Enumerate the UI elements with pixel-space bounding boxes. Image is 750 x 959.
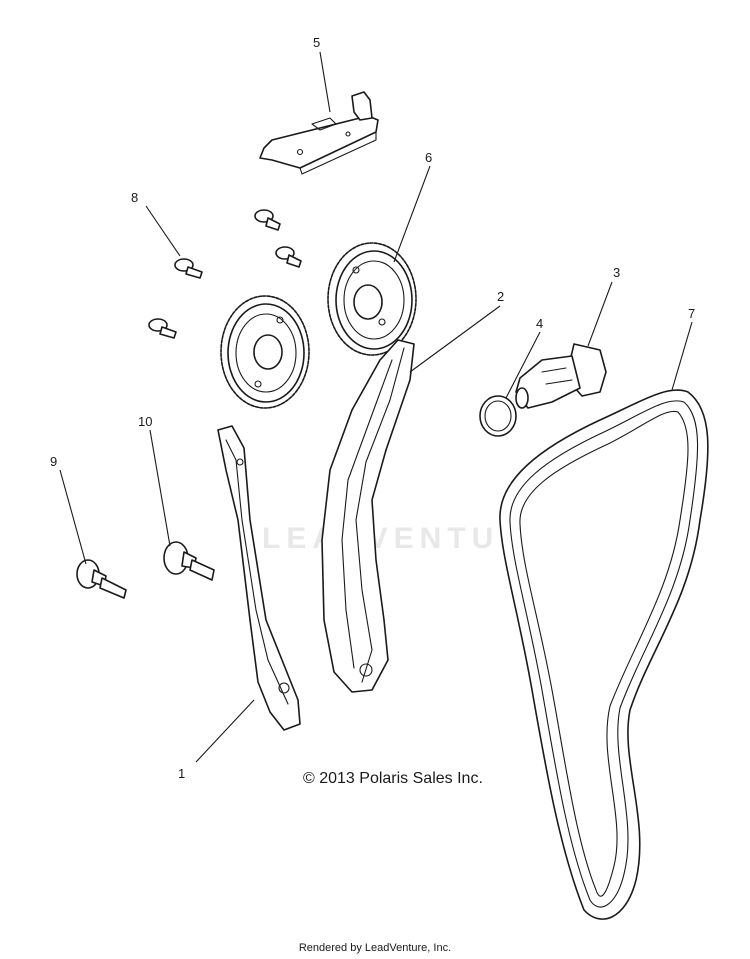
bolt-8c: [174, 258, 203, 279]
callout-6: 6: [425, 150, 432, 165]
leader-7: [671, 321, 693, 391]
leader-9: [59, 469, 87, 565]
leader-10: [149, 429, 171, 547]
part-2-chain-guide[interactable]: [321, 339, 415, 693]
leader-8: [145, 205, 181, 257]
bolt-8b: [275, 246, 302, 268]
cam-sprocket-lower[interactable]: [220, 295, 310, 409]
callout-10: 10: [138, 414, 152, 429]
part-9-pivot-bolt[interactable]: [76, 559, 127, 599]
callout-3: 3: [613, 265, 620, 280]
leader-2: [409, 305, 501, 373]
leader-lines: [59, 51, 693, 763]
callout-2: 2: [497, 289, 504, 304]
leader-1: [195, 699, 255, 763]
part-5-bracket[interactable]: [259, 91, 379, 175]
part-3-tensioner[interactable]: [515, 343, 607, 409]
rendered-by-footer: Rendered by LeadVenture, Inc.: [298, 942, 452, 954]
callout-4: 4: [536, 316, 543, 331]
callout-5: 5: [313, 35, 320, 50]
bolt-8a: [254, 209, 281, 231]
bolt-8d: [148, 318, 177, 339]
part-10-pivot-bolt[interactable]: [163, 541, 215, 581]
part-4-o-ring[interactable]: [479, 395, 517, 437]
watermark-text: LEADVENTURE: [262, 522, 553, 555]
callout-8: 8: [131, 190, 138, 205]
callout-1: 1: [178, 766, 185, 781]
leader-4: [505, 331, 541, 399]
leader-6: [393, 165, 431, 263]
copyright-notice: © 2013 Polaris Sales Inc.: [303, 770, 483, 787]
leader-5: [319, 51, 331, 113]
part-7-timing-chain[interactable]: [499, 389, 709, 920]
callout-9: 9: [50, 454, 57, 469]
part-8-bolts[interactable]: [148, 209, 302, 339]
part-6-sprocket-upper[interactable]: [327, 242, 417, 356]
callouts: 5 6 8 2 3 4 7 10 9 1: [50, 35, 695, 781]
leader-3: [587, 281, 613, 347]
callout-7: 7: [688, 306, 695, 321]
part-1-chain-guide[interactable]: [217, 425, 301, 731]
